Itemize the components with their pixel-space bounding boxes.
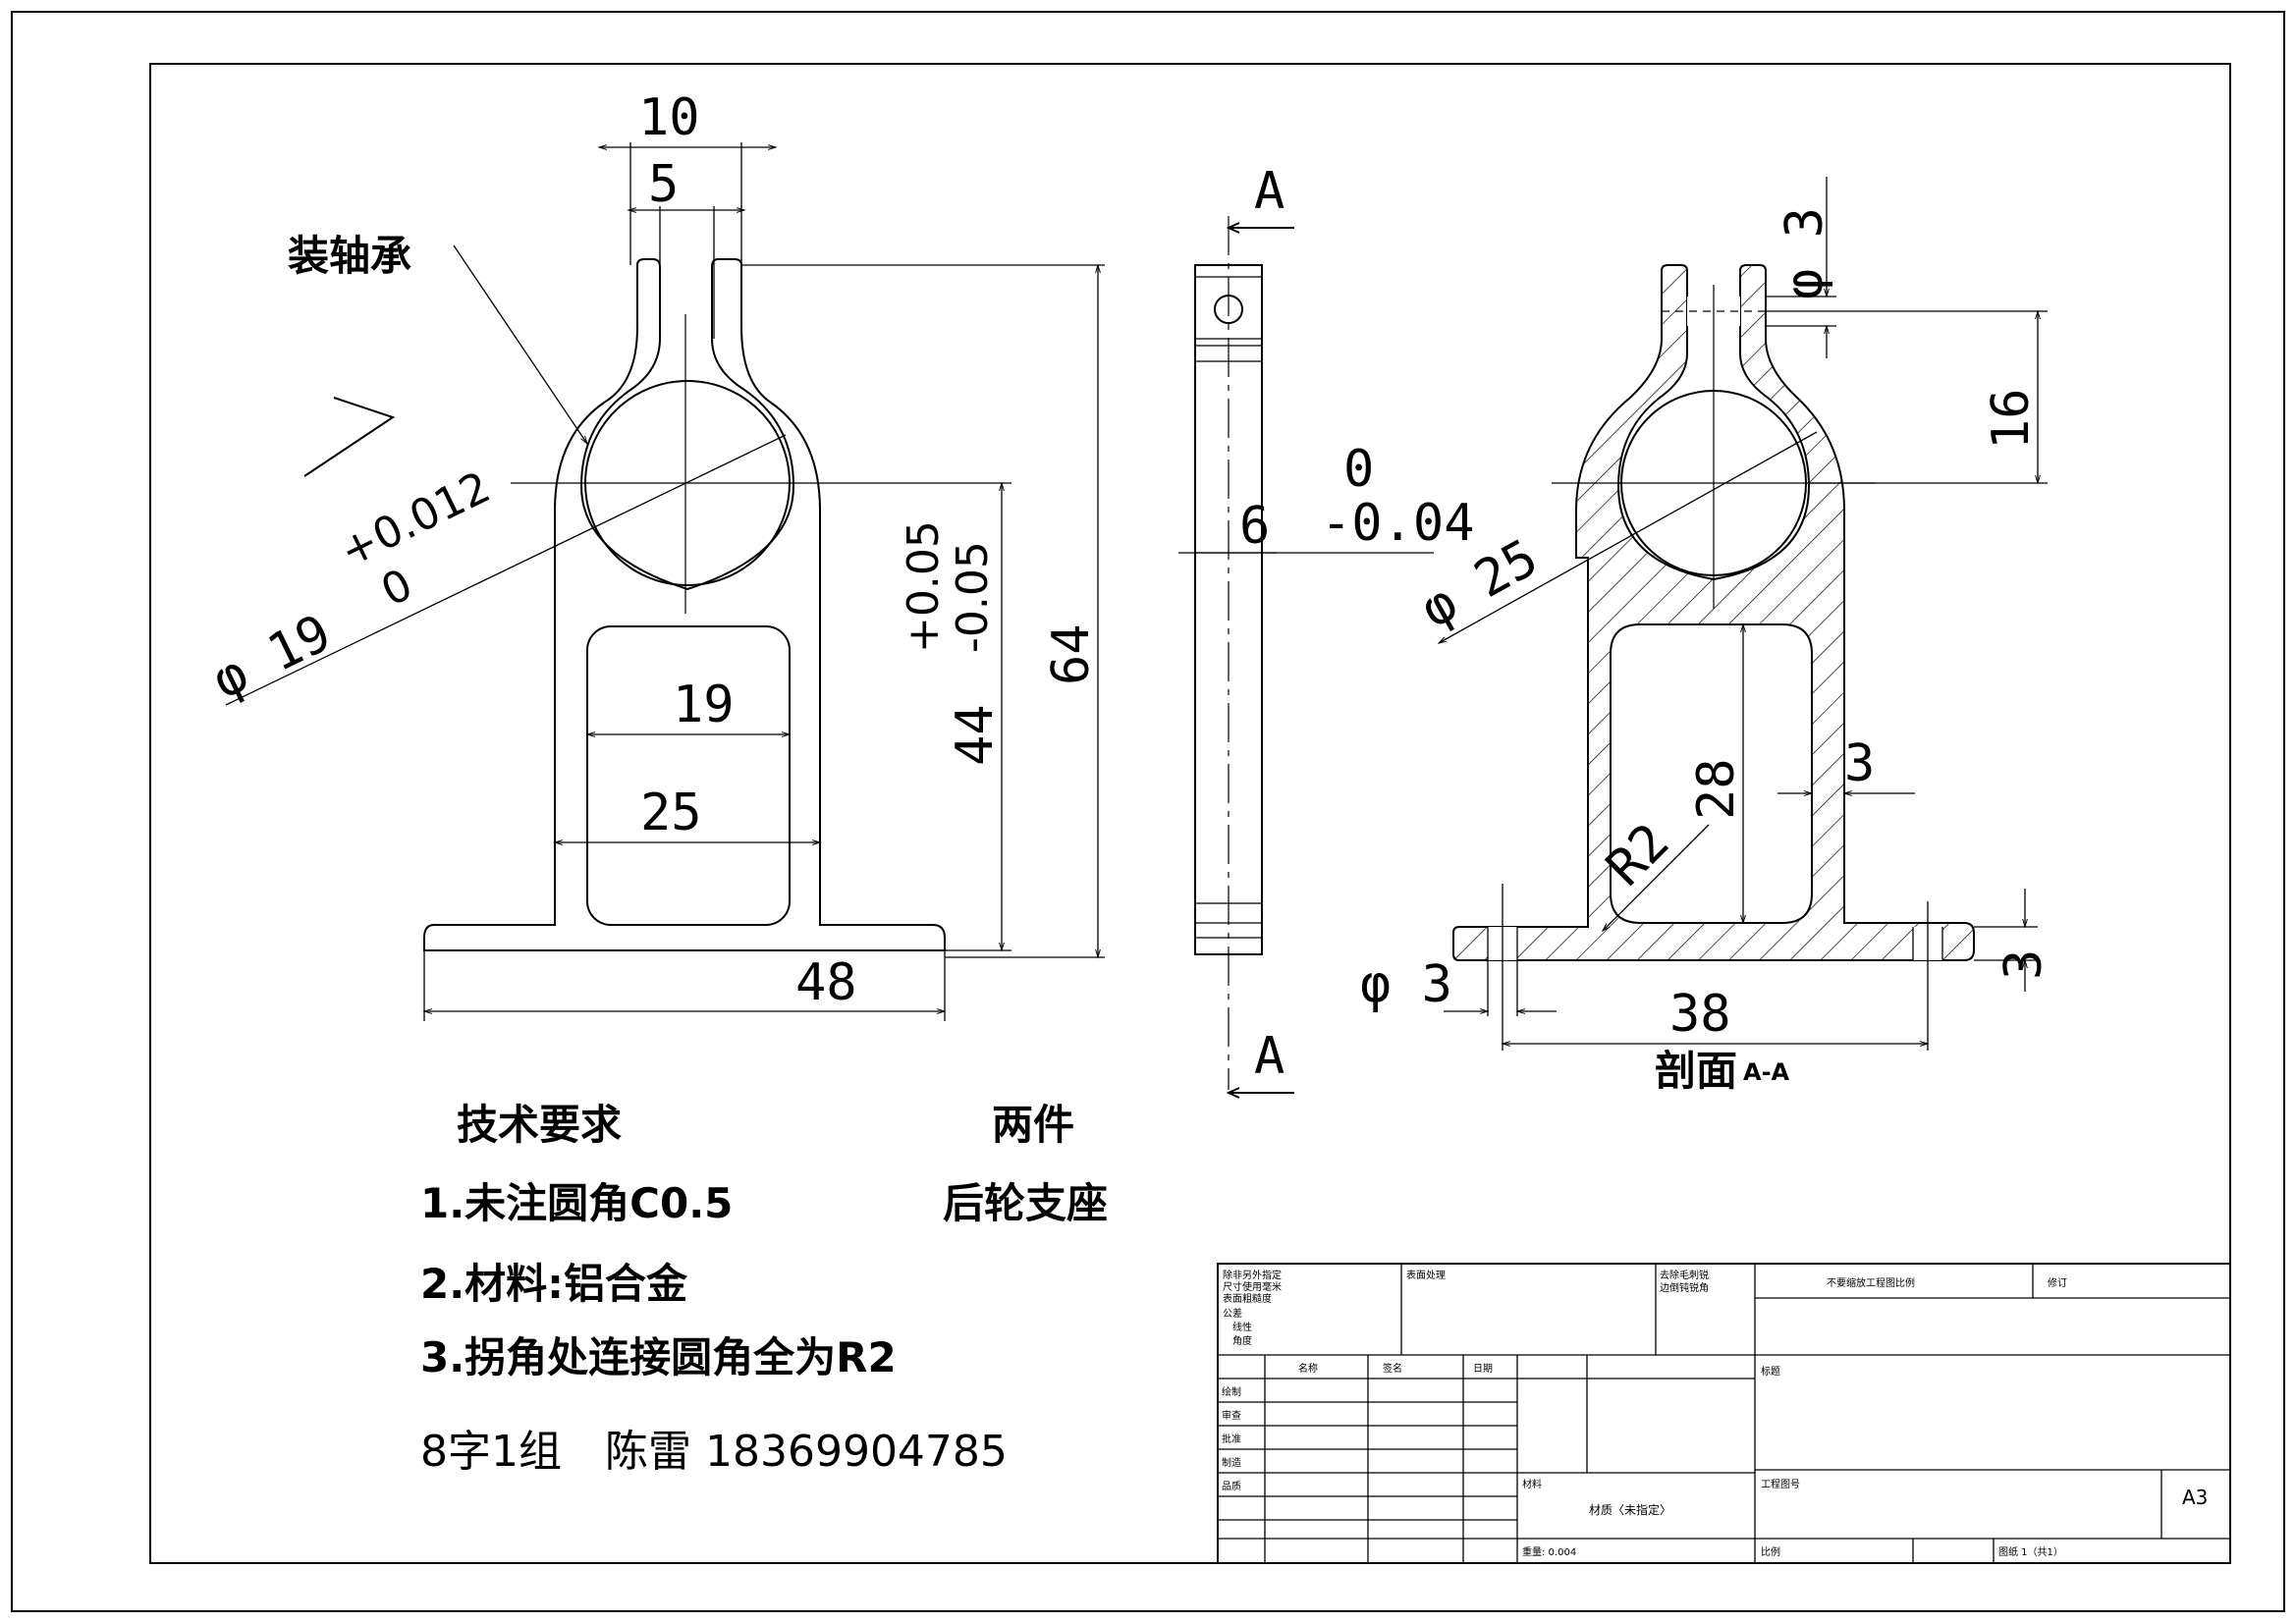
- tb-col-name: 名称: [1298, 1362, 1318, 1375]
- dim-wall: 3: [1844, 734, 1875, 793]
- section-mark-bottom: A: [1254, 1027, 1285, 1086]
- title-block: 除非另外指定 尺寸使用毫米 表面粗糙度 公差 线性 角度 表面处理 去除毛刺锐 …: [1217, 1263, 2231, 1564]
- dim-thk-tol-lower: -0.04: [1321, 494, 1475, 553]
- section-view: [1452, 264, 1975, 961]
- front-outline: [423, 258, 946, 951]
- dim-top-to-center: 16: [1982, 388, 2041, 450]
- tech-req-item-2: 2.材料:铝合金: [420, 1260, 688, 1308]
- tb-role-1: 绘制: [1222, 1385, 1241, 1398]
- section-label: 剖面: [1655, 1047, 1737, 1095]
- dim-base-width: 48: [795, 953, 857, 1012]
- dim-slot-width: 5: [648, 155, 679, 214]
- dim-bore-tol-upper: +0.012: [332, 462, 498, 577]
- quantity-note: 两件: [992, 1101, 1074, 1149]
- dim-inner-width: 19: [673, 676, 735, 734]
- dim-height-tol-lower: -0.05: [948, 541, 998, 653]
- tb-note-4: 公差: [1223, 1307, 1242, 1320]
- dim-window-height: 28: [1687, 758, 1746, 820]
- roughness-symbol: [303, 397, 396, 477]
- dim-top-width: 10: [638, 88, 700, 147]
- dim-hole-spacing: 38: [1669, 985, 1731, 1044]
- dim-thk-tol-upper: 0: [1343, 440, 1374, 499]
- tb-material-value: 材质〈未指定〉: [1589, 1502, 1671, 1517]
- dim-height-tol-upper: +0.05: [899, 520, 949, 653]
- bearing-note: 装轴承: [288, 232, 411, 280]
- dim-outer-width: 25: [640, 784, 702, 842]
- tb-deburr-2: 边倒钝锐角: [1660, 1281, 1709, 1294]
- tb-weight: 重量: 0.004: [1522, 1545, 1576, 1558]
- dim-base-thick: 3: [1995, 949, 2053, 980]
- tb-col-sign: 签名: [1383, 1362, 1402, 1375]
- tb-finish: 表面处理: [1406, 1269, 1446, 1281]
- tb-scale: 比例: [1761, 1545, 1780, 1558]
- tb-sheet-size: A3: [2182, 1486, 2208, 1509]
- tb-deburr-1: 去除毛刺锐: [1660, 1269, 1709, 1281]
- author-line: 8字1组 陈雷 18369904785: [420, 1427, 1008, 1477]
- front-window: [586, 625, 791, 926]
- tb-note-2: 尺寸使用毫米: [1223, 1280, 1282, 1293]
- section-tag: A-A: [1743, 1058, 1790, 1086]
- tech-req-item-1: 1.未注圆角C0.5: [420, 1179, 733, 1227]
- tb-role-3: 批准: [1222, 1433, 1241, 1445]
- part-name: 后轮支座: [943, 1179, 1108, 1227]
- tb-title: 标题: [1761, 1366, 1780, 1378]
- section-mark-top: A: [1254, 162, 1285, 221]
- tb-material-label: 材料: [1522, 1478, 1542, 1490]
- tb-drawing-no: 工程图号: [1761, 1479, 1800, 1490]
- tb-no-scale: 不要缩放工程图比例: [1827, 1276, 1915, 1289]
- tb-role-2: 审查: [1222, 1409, 1241, 1422]
- tb-col-date: 日期: [1473, 1363, 1493, 1375]
- dim-height-center: 44: [946, 704, 1005, 766]
- dim-bore-dia: φ 19: [203, 604, 340, 711]
- dim-bore-tol-lower: 0: [373, 560, 420, 617]
- tb-note-1: 除非另外指定: [1223, 1269, 1282, 1281]
- tb-note-6: 角度: [1232, 1334, 1252, 1347]
- section-dimensions: φ 3 16 φ 25 28 3 R2 φ 3 38 3: [1360, 177, 2053, 1095]
- tb-note-5: 线性: [1232, 1321, 1252, 1333]
- tb-sheet: 图纸 1（共1）: [1998, 1545, 2063, 1558]
- outer-border: [11, 11, 2285, 1612]
- tb-revision: 修订: [2048, 1276, 2067, 1289]
- tb-role-5: 品质: [1222, 1481, 1241, 1492]
- front-view: [423, 258, 1011, 951]
- tech-req-title: 技术要求: [457, 1101, 622, 1149]
- dim-thickness: 6: [1239, 497, 1270, 556]
- section-hatched-body: [1452, 264, 1975, 961]
- tech-req-item-3: 3.拐角处连接圆角全为R2: [420, 1333, 897, 1381]
- dim-height-total: 64: [1042, 623, 1101, 685]
- dim-hole-dia-top: φ 3: [1776, 207, 1834, 299]
- side-view: A A 6 0 -0.04: [1178, 162, 1475, 1099]
- notes: 技术要求 两件 1.未注圆角C0.5 后轮支座 2.材料:铝合金 3.拐角处连接…: [420, 1101, 1108, 1477]
- inner-border: [149, 63, 2231, 1564]
- front-dimensions: 10 5 φ 19 +0.012 0 装轴承 19 25 48 44 +0.05…: [203, 88, 1105, 1021]
- tb-note-3: 表面粗糙度: [1223, 1292, 1272, 1305]
- tb-role-4: 制造: [1222, 1456, 1241, 1469]
- dim-hole-dia-base: φ 3: [1360, 955, 1452, 1014]
